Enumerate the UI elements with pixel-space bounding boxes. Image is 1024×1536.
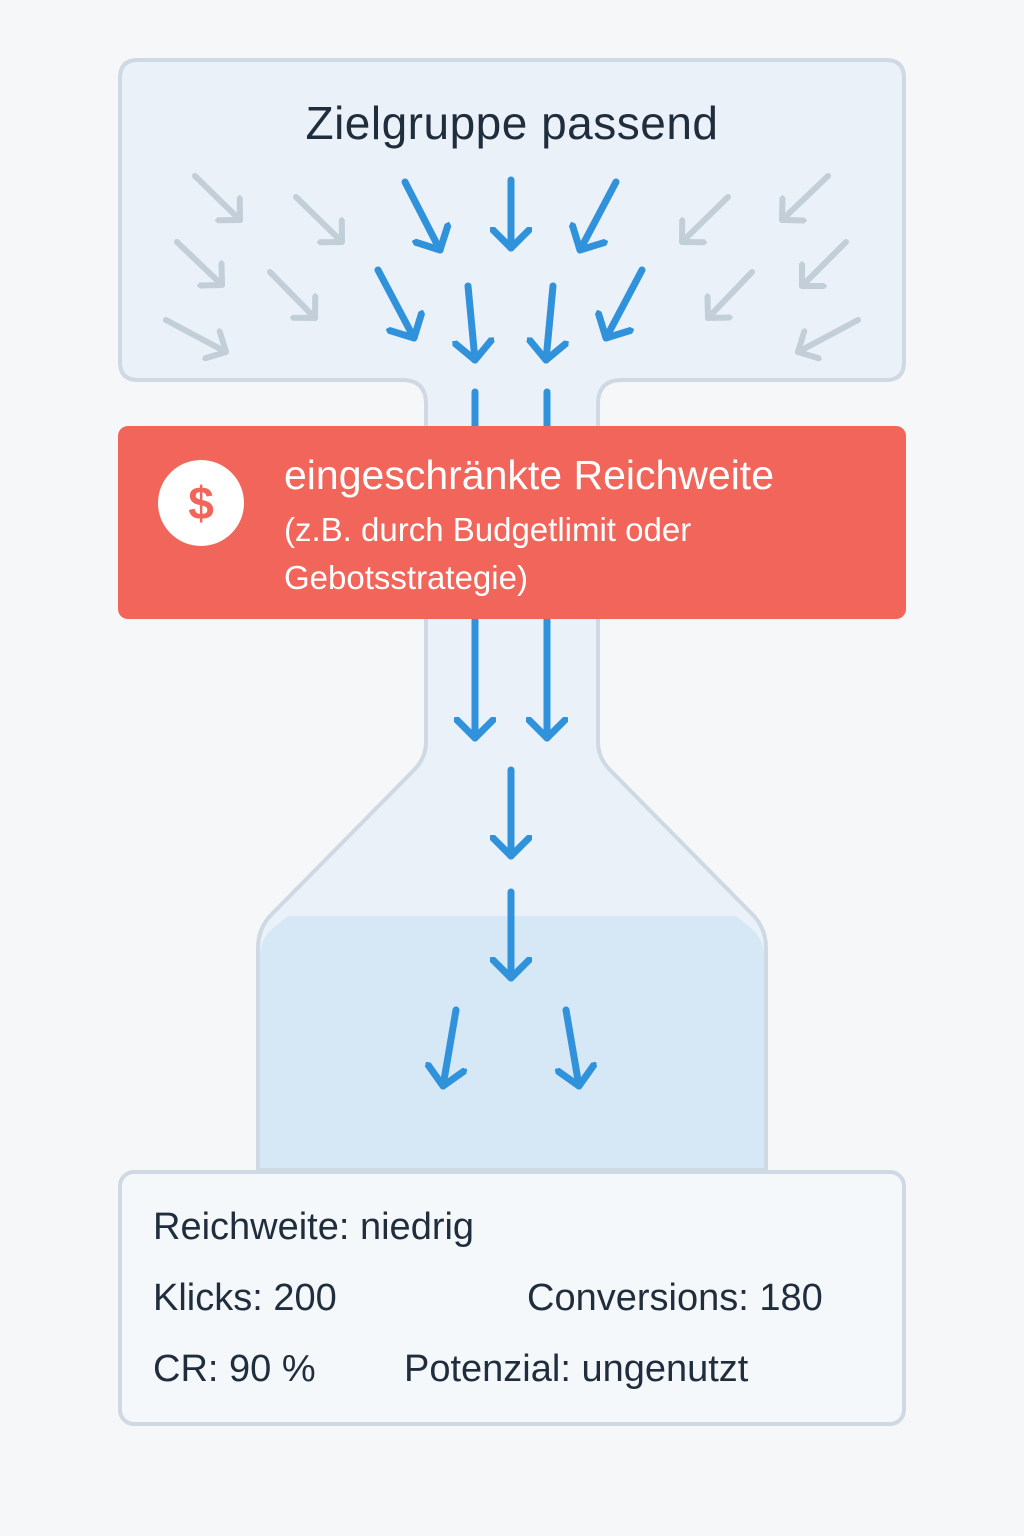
stat-cr: CR: 90 % — [153, 1348, 316, 1390]
stat-clicks: Klicks: 200 — [153, 1277, 337, 1319]
muted-arrow — [779, 173, 831, 220]
flow-arrow — [566, 1006, 579, 1090]
stat-conversions: Conversions: 180 — [527, 1277, 823, 1319]
active-arrow — [580, 178, 620, 254]
muted-arrow — [192, 173, 243, 220]
active-arrow — [546, 282, 553, 364]
muted-arrow — [267, 269, 315, 321]
neck-flow — [443, 388, 579, 1090]
active-arrow — [374, 266, 414, 342]
page-title: Zielgruppe passend — [305, 97, 719, 149]
active-arrow — [401, 178, 440, 254]
active-arrows — [374, 176, 646, 364]
funnel-liquid — [260, 916, 764, 1168]
active-arrow — [606, 266, 646, 342]
muted-arrow — [163, 317, 229, 352]
active-arrow — [468, 282, 475, 364]
alert-note: (z.B. durch Budgetlimit oder Gebotsstrat… — [284, 511, 692, 596]
dollar-icon: $ — [158, 460, 244, 546]
muted-arrow — [174, 239, 225, 285]
muted-arrow — [708, 269, 755, 321]
muted-arrow — [679, 194, 731, 242]
muted-arrow — [795, 317, 861, 352]
stat-reach: Reichweite: niedrig — [153, 1206, 475, 1248]
stat-potential: Potenzial: ungenutzt — [404, 1348, 749, 1390]
alert-banner — [118, 426, 906, 619]
stats-box — [118, 1170, 906, 1426]
alert-title: eingeschränkte Reichweite — [284, 452, 774, 498]
muted-arrows-left — [163, 173, 345, 352]
muted-arrows-right — [679, 173, 861, 352]
muted-arrow — [293, 194, 345, 242]
muted-arrow — [799, 239, 849, 289]
flow-arrow — [443, 1006, 456, 1090]
